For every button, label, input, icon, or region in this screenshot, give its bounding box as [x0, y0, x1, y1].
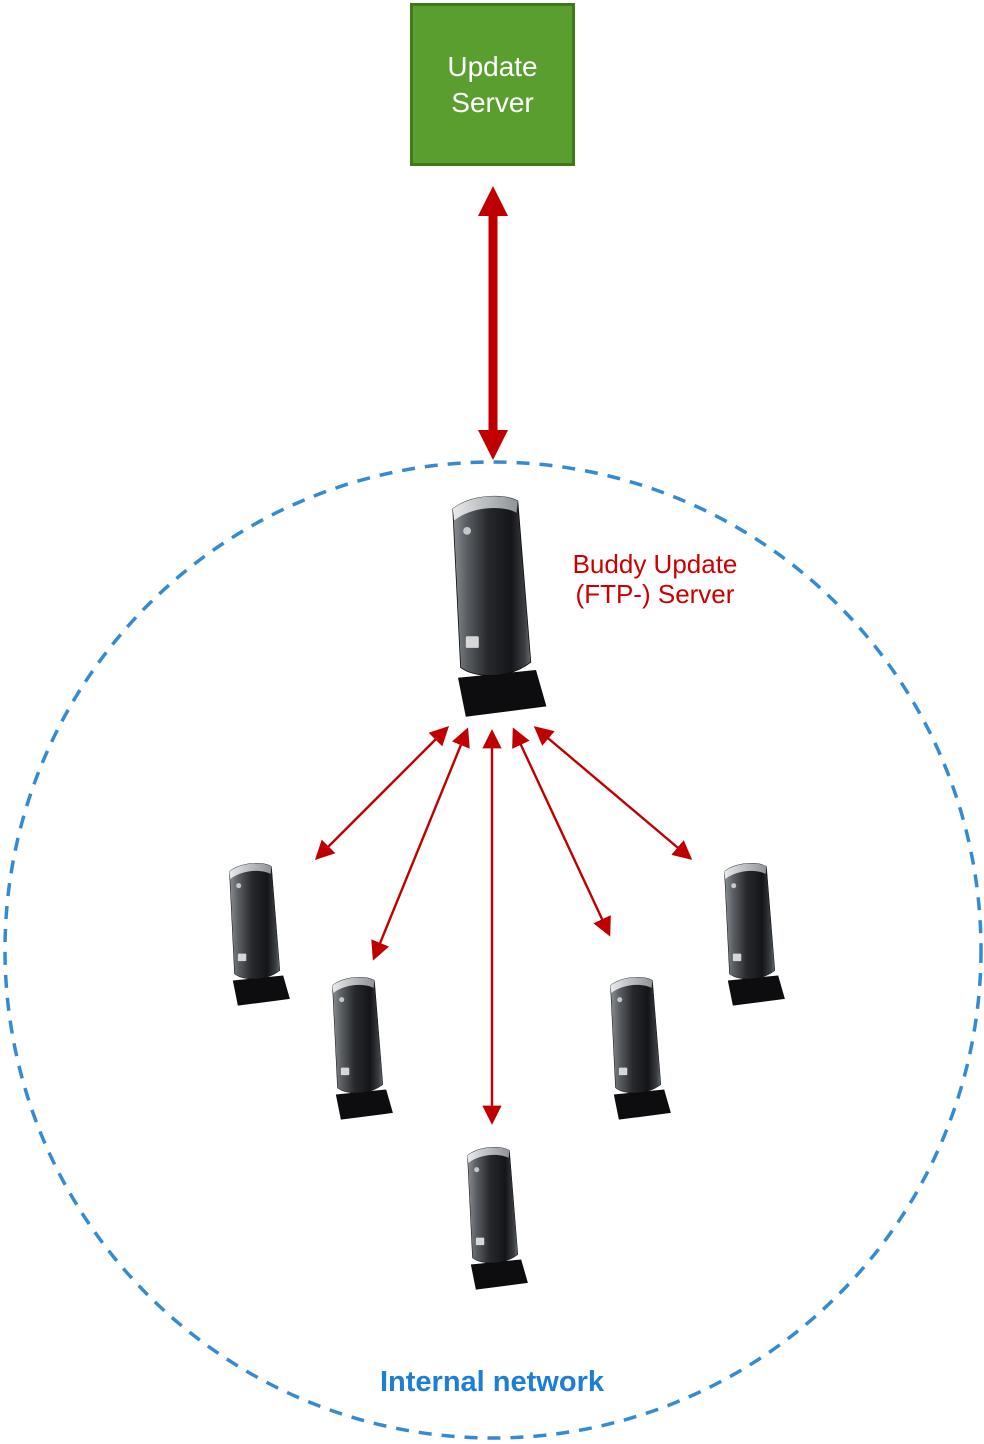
arrow-to-right-center-client: [512, 727, 611, 937]
nas-device-icon: [452, 495, 547, 717]
update-server-label: Update Server: [447, 50, 538, 118]
buddy-server-label-line1: Buddy Update: [572, 549, 738, 579]
arrow-to-right-client: [533, 726, 693, 860]
client-device-right: [711, 858, 795, 1009]
arrow-to-left-center-client: [371, 727, 470, 961]
nas-device-icon: [467, 1147, 528, 1290]
nas-device-icon: [724, 863, 785, 1006]
update-server-node: Update Server: [410, 3, 575, 166]
client-device-right-center: [597, 972, 681, 1123]
nas-device-icon: [332, 977, 393, 1120]
arrow-to-left-client: [314, 725, 450, 861]
nas-device-icon: [610, 977, 671, 1120]
nas-device-icon: [229, 863, 290, 1006]
buddy-server-label-line2: (FTP-) Server: [575, 578, 735, 609]
client-device-bottom: [454, 1142, 538, 1293]
buddy-update-server-device: [432, 488, 562, 722]
client-device-left: [216, 858, 300, 1009]
client-device-left-center: [319, 972, 403, 1123]
buddy-server-label: Buddy Update (FTP-) Server: [562, 549, 748, 610]
internal-network-label: Internal network: [380, 1366, 604, 1398]
update-link-arrow: [478, 186, 508, 460]
